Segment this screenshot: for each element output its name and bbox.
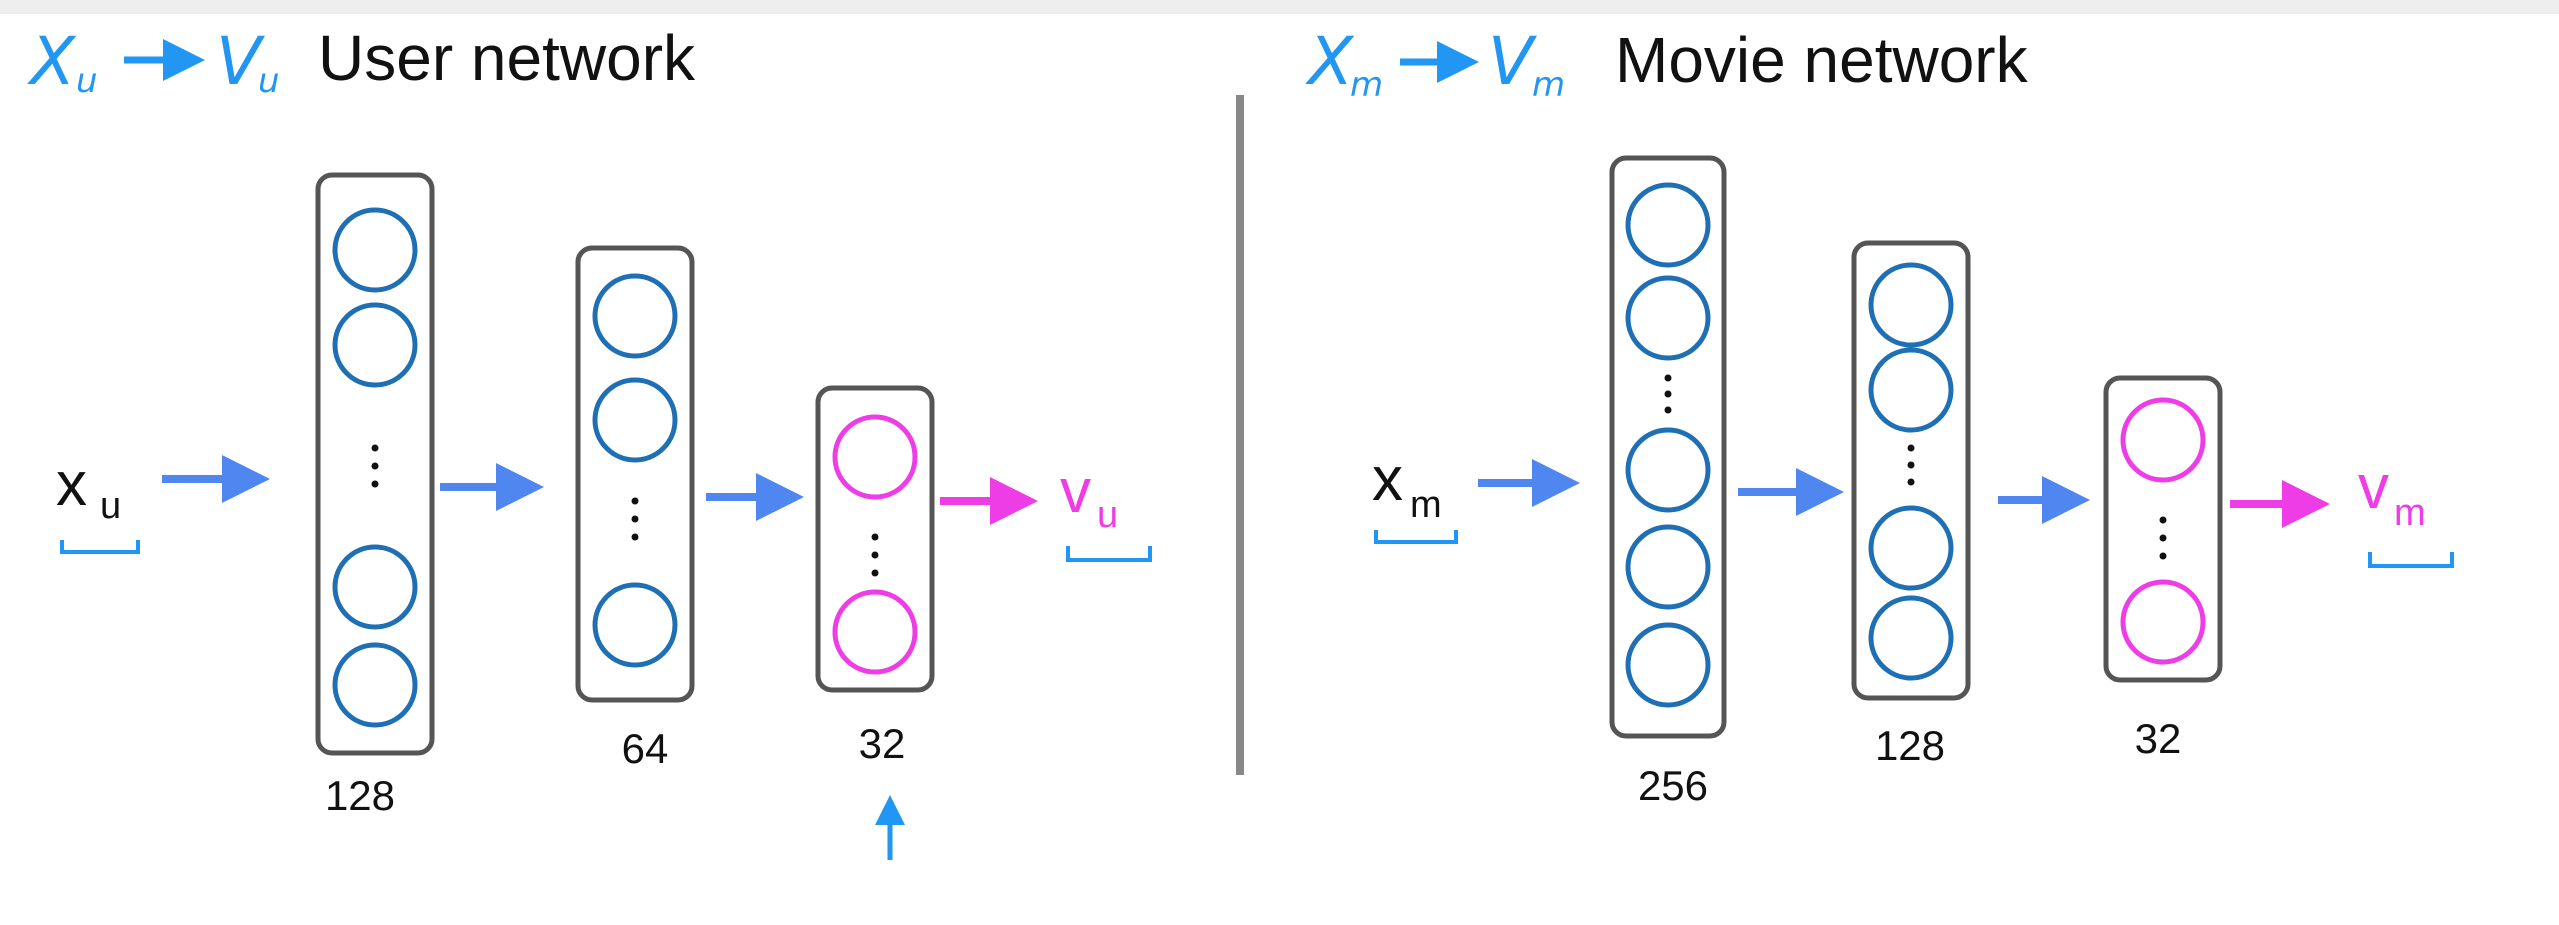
- movie-network-title: Movie network: [1615, 24, 2029, 96]
- user-layer-3-neuron: [832, 589, 918, 675]
- movie-input-underline: [1374, 530, 1458, 544]
- ellipsis-dot: [631, 497, 639, 505]
- movie-layer-3-neuron: [2120, 579, 2206, 665]
- movie-layer-2-size: 128: [1875, 722, 1945, 769]
- ellipsis-dot: [1664, 406, 1672, 414]
- user-annotation-to-sub: u: [258, 61, 280, 101]
- ellipsis-dot: [371, 444, 379, 452]
- ellipsis-dot: [371, 462, 379, 470]
- ellipsis-dot: [371, 480, 379, 488]
- movie-network: X m V m Movie network x m: [1305, 23, 2454, 809]
- ellipsis-dot: [871, 533, 879, 541]
- user-network: X u V u User network x u: [27, 22, 1152, 860]
- movie-layer-2-neuron: [1868, 595, 1954, 681]
- user-layer-3-neuron: [832, 414, 918, 500]
- user-annotation-from: X: [27, 23, 77, 100]
- movie-layer-2-neuron: [1868, 347, 1954, 433]
- user-layer-3: 32: [815, 385, 935, 767]
- user-output-label: v: [1060, 457, 1091, 526]
- movie-layer-1-frame: [1609, 155, 1727, 739]
- user-annotation: X u V u: [27, 23, 280, 101]
- user-layer-1: 128: [315, 172, 435, 819]
- movie-layer-3-size: 32: [2135, 715, 2182, 762]
- movie-layer-1-neuron: [1625, 275, 1711, 361]
- user-annotation-from-sub: u: [76, 61, 98, 101]
- movie-layer-1-size: 256: [1638, 762, 1708, 809]
- user-layer-1-neuron: [332, 207, 418, 293]
- movie-layer-2-frame: [1851, 240, 1971, 701]
- top-strip: [0, 0, 2559, 14]
- user-layer-2: 64: [575, 245, 695, 772]
- movie-annotation: X m V m: [1305, 23, 1565, 105]
- user-layer-2-neuron: [592, 582, 678, 668]
- user-layer-1-neuron: [332, 642, 418, 728]
- ellipsis-dot: [871, 569, 879, 577]
- movie-layer-2-neuron: [1868, 505, 1954, 591]
- movie-layer-2: 128: [1851, 240, 1971, 769]
- user-input-underline: [60, 540, 140, 554]
- movie-annotation-to: V: [1488, 23, 1537, 100]
- user-layer-2-size: 64: [622, 725, 669, 772]
- movie-layer-3-neuron: [2120, 397, 2206, 483]
- ellipsis-dot: [1907, 478, 1915, 486]
- movie-layer-1-neuron: [1625, 182, 1711, 268]
- movie-output-sub: m: [2394, 492, 2426, 534]
- user-layer-2-frame: [575, 245, 695, 703]
- ellipsis-dot: [2159, 516, 2167, 524]
- ellipsis-dot: [1907, 444, 1915, 452]
- movie-input-label: x: [1372, 445, 1403, 514]
- movie-layer-1-neuron: [1625, 524, 1711, 610]
- ellipsis-dot: [2159, 552, 2167, 560]
- user-annotation-to: V: [216, 23, 265, 100]
- ellipsis-dot: [631, 533, 639, 541]
- movie-layer-1-neuron: [1625, 427, 1711, 513]
- user-layer-2-neuron: [592, 377, 678, 463]
- movie-output-label: v: [2358, 453, 2389, 522]
- user-input-label: x: [56, 450, 87, 519]
- ellipsis-dot: [1664, 390, 1672, 398]
- user-network-title: User network: [318, 22, 696, 94]
- movie-annotation-from-sub: m: [1350, 65, 1383, 105]
- movie-layer-3: 32: [2103, 375, 2223, 762]
- user-input-sub: u: [100, 485, 121, 527]
- movie-annotation-to-sub: m: [1532, 65, 1565, 105]
- user-layer-3-size: 32: [859, 720, 906, 767]
- movie-layer-2-neuron: [1868, 262, 1954, 348]
- movie-layer-1-neuron: [1625, 622, 1711, 708]
- ellipsis-dot: [631, 515, 639, 523]
- movie-input-sub: m: [1410, 484, 1442, 526]
- ellipsis-dot: [1907, 461, 1915, 469]
- user-layer-2-neuron: [592, 273, 678, 359]
- ellipsis-dot: [2159, 534, 2167, 542]
- movie-layer-1: 256: [1609, 155, 1727, 809]
- ellipsis-dot: [871, 551, 879, 559]
- user-layer-1-size: 128: [325, 772, 395, 819]
- user-output-underline: [1066, 546, 1152, 562]
- movie-output-underline: [2368, 552, 2454, 568]
- movie-layer-3-frame: [2103, 375, 2223, 683]
- user-layer-1-neuron: [332, 544, 418, 630]
- user-output-sub: u: [1097, 494, 1118, 536]
- movie-annotation-from: X: [1305, 23, 1355, 100]
- user-layer-1-neuron: [332, 302, 418, 388]
- ellipsis-dot: [1664, 374, 1672, 382]
